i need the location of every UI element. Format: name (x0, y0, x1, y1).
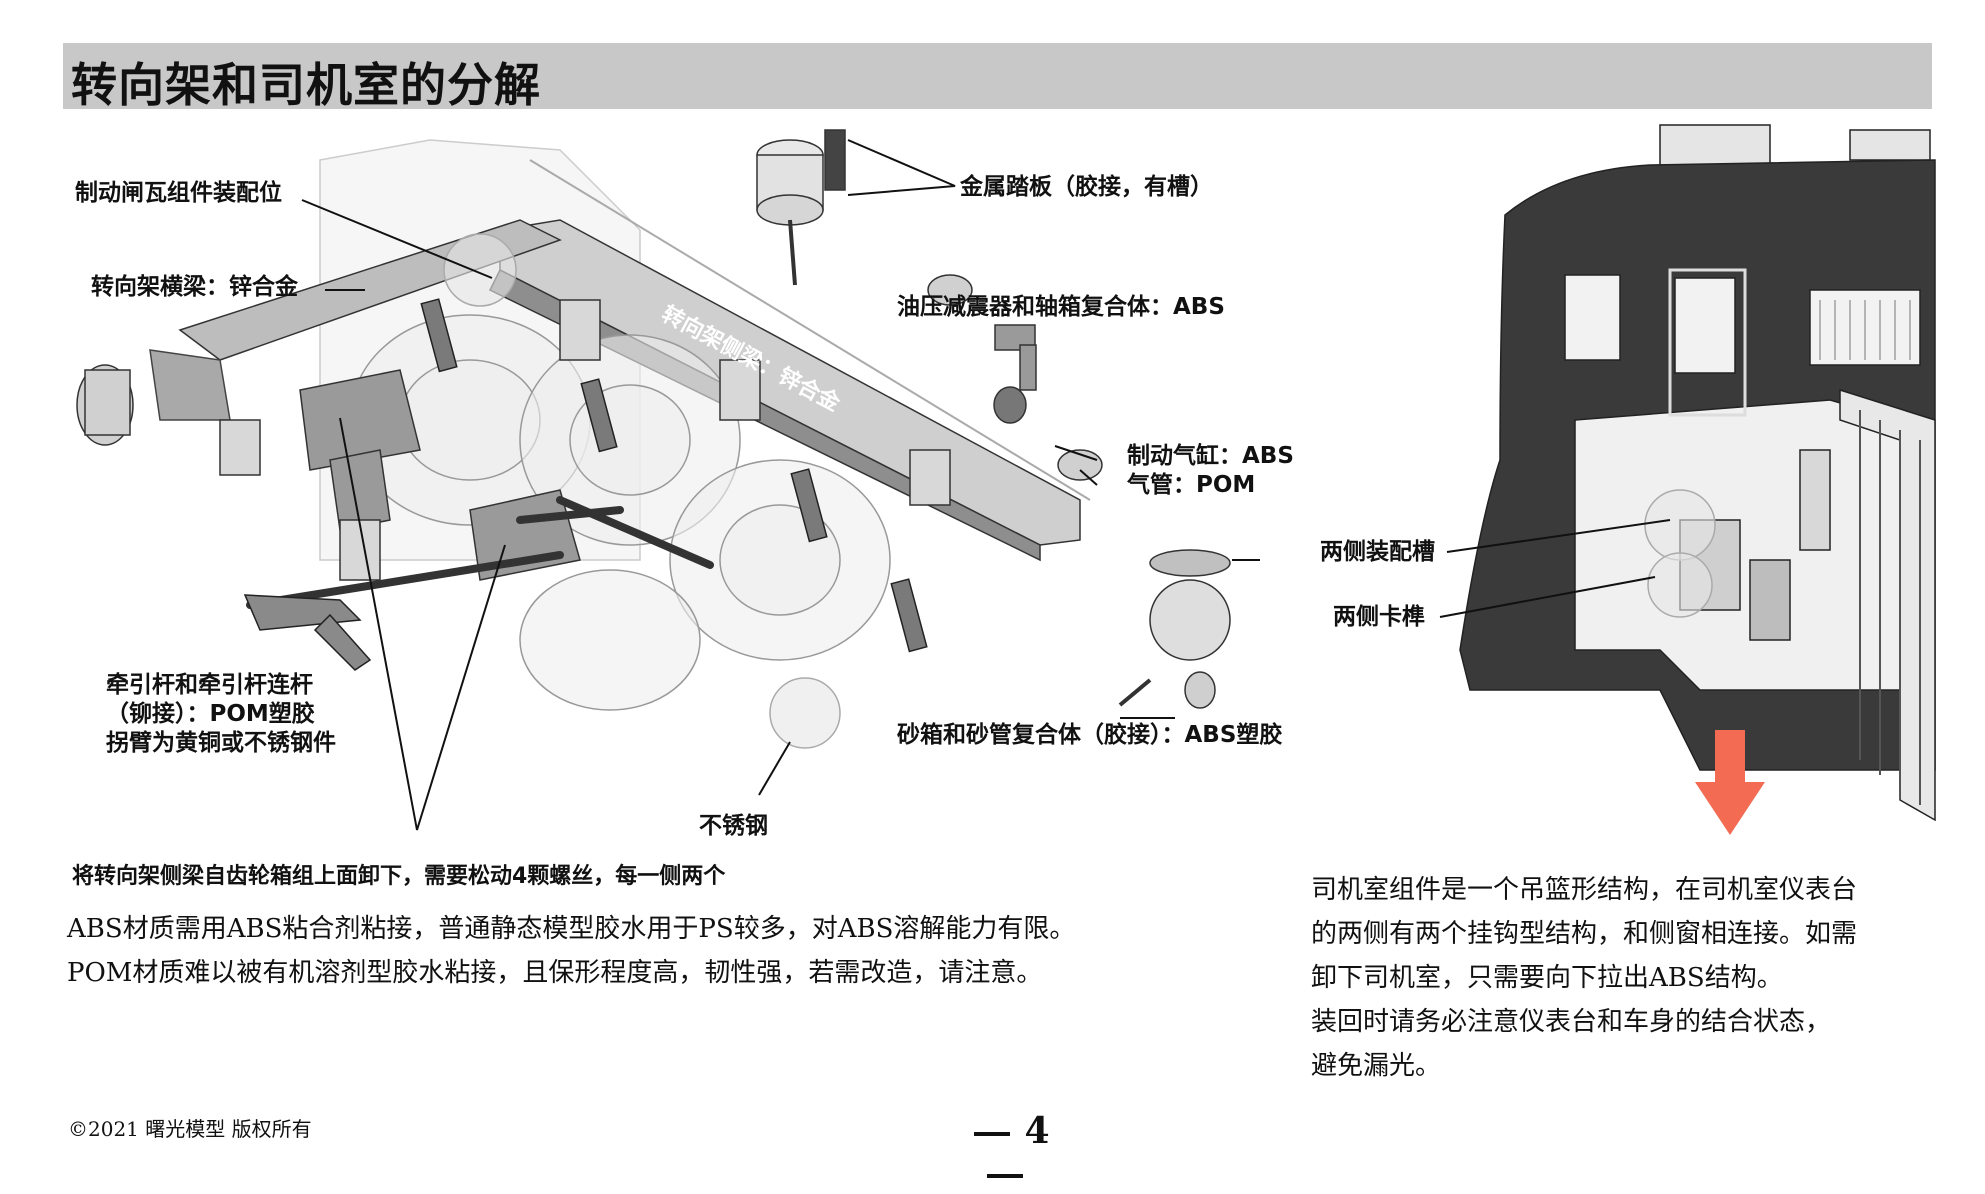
page-number: 4 (930, 1110, 1080, 1194)
note-right-2: 的两侧有两个挂钩型结构，和侧窗相连接。如需 (1311, 919, 1858, 949)
label-traction-1: 牵引杆和牵引杆连杆 (106, 672, 313, 698)
label-tenon: 两侧卡榫 (1333, 604, 1425, 630)
label-sandbox: 砂箱和砂管复合体（胶接）：ABS塑胶 (897, 722, 1283, 748)
label-air-pipe: 气管：POM (1127, 472, 1256, 498)
note-left-1: ABS材质需用ABS粘合剂粘接，普通静态模型胶水用于PS较多，对ABS溶解能力有… (67, 914, 1076, 944)
note-right-1: 司机室组件是一个吊篮形结构，在司机室仪表台 (1311, 875, 1858, 905)
label-mount-slot: 两侧装配槽 (1320, 539, 1435, 565)
damper-part (993, 324, 1037, 424)
label-stainless: 不锈钢 (699, 813, 768, 839)
footer-copyright: ©2021 曙光模型 版权所有 (68, 1117, 312, 1141)
note-right-4: 装回时请务必注意仪表台和车身的结合状态， (1311, 1007, 1832, 1037)
label-damper: 油压减震器和轴箱复合体：ABS (897, 294, 1225, 320)
label-traction-2: （铆接）：POM塑胶 (106, 701, 315, 727)
label-traction-3: 拐臂为黄铜或不锈钢件 (106, 730, 336, 756)
dash-left (974, 1132, 1011, 1136)
note-right-3: 卸下司机室，只需要向下拉出ABS结构。 (1311, 963, 1783, 993)
sandbox-part (1118, 549, 1231, 709)
note-right-5: 避免漏光。 (1311, 1051, 1442, 1081)
pull-down-arrow (1695, 730, 1765, 835)
leader-lines (301, 139, 1671, 831)
note-left-2: POM材质难以被有机溶剂型胶水粘接，且保形程度高，韧性强，若需改造，请注意。 (67, 958, 1043, 988)
label-metal-step: 金属踏板（胶接，有槽） (960, 174, 1213, 200)
metal-step-part (756, 129, 846, 286)
label-brake-cylinder: 制动气缸：ABS (1127, 443, 1294, 469)
page-title: 转向架和司机室的分解 (71, 58, 541, 112)
label-remove-note: 将转向架侧梁自齿轮箱组上面卸下，需要松动4颗螺丝，每一侧两个 (72, 864, 726, 889)
dash-right (987, 1174, 1023, 1178)
cab-illustration (1459, 124, 1936, 822)
page-number-value: 4 (1024, 1110, 1050, 1152)
header-bar: 转向架和司机室的分解 (63, 43, 1932, 112)
label-brake-shoe: 制动闸瓦组件装配位 (75, 180, 282, 206)
label-crossbeam: 转向架横梁：锌合金 (91, 274, 298, 300)
bogie-illustration (76, 139, 1103, 749)
